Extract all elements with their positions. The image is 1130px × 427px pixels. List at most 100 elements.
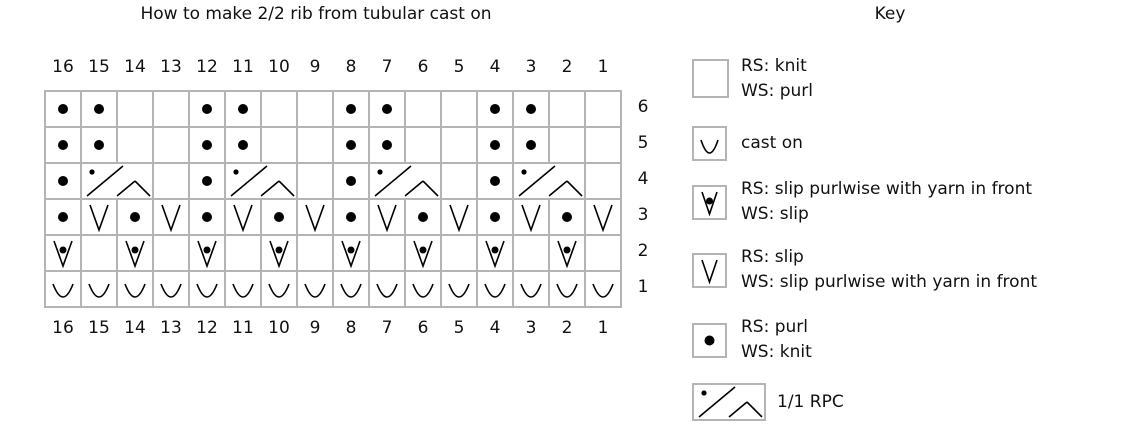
column-number: 2: [561, 57, 573, 77]
column-number: 11: [232, 57, 254, 77]
slip-v: [125, 240, 145, 269]
slip-v: [593, 204, 613, 233]
row-number: 6: [637, 97, 649, 117]
key-line: cast on: [741, 133, 803, 153]
purl-dot: [346, 140, 356, 150]
column-number: 8: [345, 57, 357, 77]
key-symbol-cast-on-icon: [692, 126, 727, 161]
chart-cell: [44, 234, 82, 272]
purl-dot: [490, 104, 500, 114]
chart-cell: [404, 126, 442, 164]
chart-cell: [152, 270, 190, 308]
column-number: 7: [381, 57, 393, 77]
wyif-dot: [491, 246, 499, 254]
chart-cell: [152, 90, 190, 128]
key-line: WS: purl: [741, 81, 814, 101]
chart-title: How to make 2/2 rib from tubular cast on: [140, 4, 492, 24]
slip-v: [197, 240, 217, 269]
purl-dot: [346, 104, 356, 114]
chart-cell: [584, 270, 622, 308]
cast-on-arc: [592, 283, 614, 298]
chart-cell: [476, 162, 514, 200]
chart-cell: [404, 270, 442, 308]
column-number: 5: [453, 57, 465, 77]
row-number: 2: [637, 241, 649, 261]
column-number: 13: [160, 318, 182, 338]
chart-cell: [584, 162, 622, 200]
chart-cell: [44, 90, 82, 128]
chart-cell: [296, 198, 334, 236]
wyif-dot: [563, 246, 571, 254]
column-number: 13: [160, 57, 182, 77]
chart-row: [44, 234, 622, 272]
chart-cell: [80, 126, 118, 164]
cast-on-arc: [448, 283, 470, 298]
purl-dot: [274, 212, 284, 222]
wyif-dot: [706, 197, 713, 205]
column-number: 1: [597, 318, 609, 338]
rpc-stroke: [230, 165, 268, 197]
chart-cell: [44, 270, 82, 308]
chart-cell-rpc: [368, 162, 442, 200]
chart-cell: [440, 234, 478, 272]
chart-row: [44, 198, 622, 236]
column-number: 10: [268, 57, 290, 77]
chart-cell: [332, 198, 370, 236]
chart-cell: [80, 234, 118, 272]
chart-cell: [116, 90, 154, 128]
cast-on-arc: [88, 283, 110, 298]
chart-cell: [440, 270, 478, 308]
chart-row: [44, 162, 622, 200]
cast-on-arc: [124, 283, 146, 298]
chart-cell: [368, 198, 406, 236]
chart-row: [44, 270, 622, 308]
rpc-stroke: [728, 401, 748, 418]
chart-cell: [80, 90, 118, 128]
column-number: 9: [309, 318, 321, 338]
column-number: 14: [124, 57, 146, 77]
chart-cell: [224, 126, 262, 164]
chart-cell: [332, 126, 370, 164]
chart-cell-rpc: [512, 162, 586, 200]
column-number: 12: [196, 318, 218, 338]
key-line: WS: slip: [741, 204, 809, 224]
purl-dot: [490, 212, 500, 222]
chart-cell: [44, 126, 82, 164]
chart-cell: [512, 126, 550, 164]
key-line: RS: slip purlwise with yarn in front: [741, 179, 1033, 199]
purl-dot: [202, 212, 212, 222]
chart-cell: [548, 90, 586, 128]
chart-cell: [188, 162, 226, 200]
column-number: 6: [417, 57, 429, 77]
chart-cell: [476, 126, 514, 164]
column-number: 12: [196, 57, 218, 77]
chart-cell: [512, 198, 550, 236]
chart-cell: [116, 198, 154, 236]
rpc-dot: [233, 169, 239, 175]
purl-dot: [526, 104, 536, 114]
chart-cell: [440, 198, 478, 236]
key-symbol-slip-wyif-icon: [692, 185, 727, 220]
purl-dot: [490, 176, 500, 186]
rpc-stroke: [566, 180, 583, 197]
cast-on-arc: [232, 283, 254, 298]
chart-cell: [404, 90, 442, 128]
chart-cell: [332, 90, 370, 128]
chart-cell: [260, 234, 298, 272]
chart-cell: [548, 270, 586, 308]
chart-cell: [152, 198, 190, 236]
rpc-dot: [701, 390, 707, 396]
key-title: Key: [874, 4, 906, 24]
column-number: 7: [381, 318, 393, 338]
chart-cell: [476, 234, 514, 272]
wyif-dot: [203, 246, 211, 254]
purl-dot: [58, 140, 68, 150]
key-symbol-purl-icon: [692, 323, 727, 358]
key-line: RS: purl: [741, 317, 809, 337]
cast-on-arc: [160, 283, 182, 298]
chart-cell-rpc: [224, 162, 298, 200]
key-line: 1/1 RPC: [777, 391, 844, 412]
chart-cell: [260, 198, 298, 236]
chart-cell: [152, 162, 190, 200]
